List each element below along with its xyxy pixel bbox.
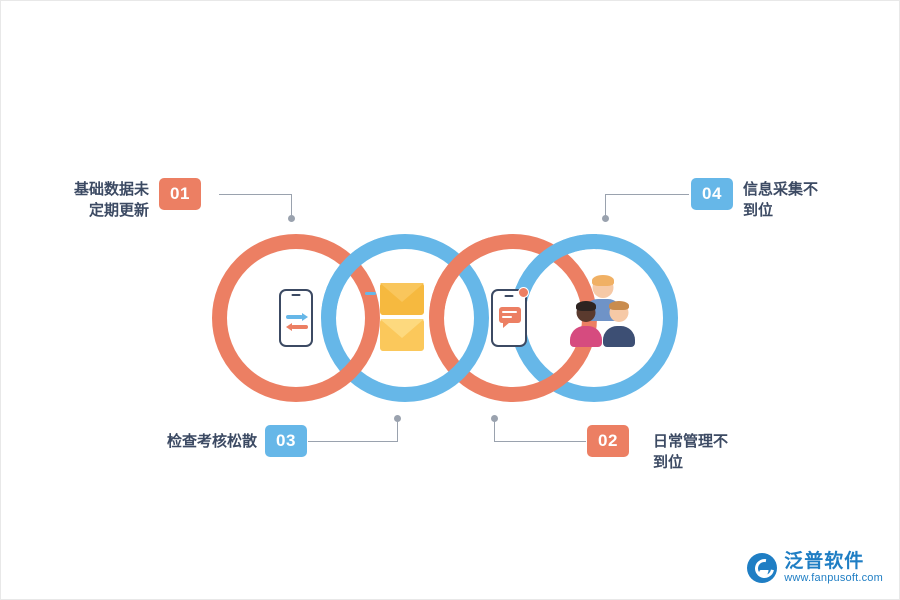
watermark: 泛普软件 www.fanpusoft.com: [747, 551, 883, 585]
connector-dot-01: [288, 215, 295, 222]
connector-line-01-horizontal: [219, 194, 291, 195]
fanpu-logo-icon: [747, 552, 778, 583]
node-number-03[interactable]: 03: [265, 425, 307, 457]
node-number-02[interactable]: 02: [587, 425, 629, 457]
ring-weave-3-top: [429, 234, 489, 318]
connector-line-03-horizontal: [308, 441, 398, 442]
node-number-01[interactable]: 01: [159, 178, 201, 210]
watermark-url: www.fanpusoft.com: [784, 572, 883, 585]
ring-weave-2-top: [321, 234, 381, 318]
connector-line-04-vertical: [605, 194, 606, 218]
node-label-03: 检查考核松散: [166, 433, 257, 450]
node-number-04[interactable]: 04: [691, 178, 733, 210]
connector-line-04-horizontal: [605, 194, 689, 195]
connector-line-02-horizontal: [494, 441, 586, 442]
phone-message-icon: [491, 287, 529, 347]
watermark-text: 泛普软件 www.fanpusoft.com: [784, 551, 883, 585]
envelope-icon: [363, 283, 443, 357]
node-label-01: 基础数据未 定期更新: [73, 181, 149, 219]
connector-dot-03: [394, 415, 401, 422]
connector-line-02-vertical: [494, 418, 495, 441]
connector-dot-02: [491, 415, 498, 422]
connector-dot-04: [602, 215, 609, 222]
phone-transfer-icon: [279, 289, 313, 347]
watermark-brand-name: 泛普软件: [784, 550, 865, 572]
node-label-04: 信息采集不 到位: [743, 181, 819, 219]
person-left-icon: [569, 301, 603, 347]
people-group-icon: [569, 275, 637, 347]
person-right-icon: [602, 301, 636, 347]
node-label-02: 日常管理不 到位: [653, 433, 729, 471]
connector-line-01-vertical: [291, 194, 292, 218]
connector-line-03-vertical: [397, 418, 398, 441]
